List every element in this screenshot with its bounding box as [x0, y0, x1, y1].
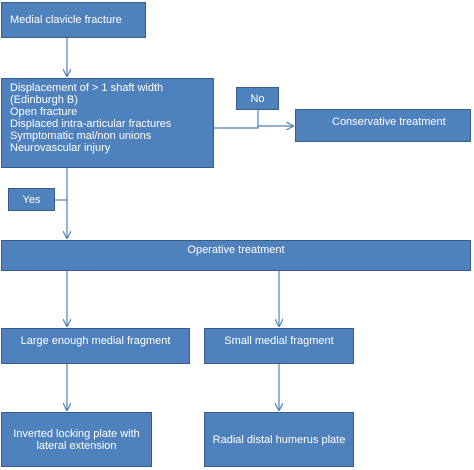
node-surgical-criteria: Displacement of > 1 shaft width (Edinbur…: [1, 78, 214, 168]
label-no: No: [236, 87, 279, 110]
node-large-label: Large enough medial fragment: [20, 335, 171, 347]
node-small-label: Small medial fragment: [224, 335, 334, 347]
node-medial-clavicle-fracture: Medial clavicle fracture: [1, 2, 146, 38]
criteria-item: Open fracture: [10, 106, 78, 118]
criteria-item: Displaced intra-articular fractures: [10, 118, 172, 130]
node-operative-treatment: Operative treatment: [1, 240, 471, 271]
criteria-list: Displacement of > 1 shaft width (Edinbur…: [10, 82, 171, 154]
node-conservative-label: Conservative treatment: [332, 116, 446, 128]
label-yes: Yes: [8, 188, 55, 211]
criteria-item: Displacement of > 1 shaft width: [10, 82, 164, 94]
node-start-label: Medial clavicle fracture: [10, 14, 122, 26]
node-plate1-line2: lateral extension: [36, 439, 117, 452]
node-large-medial-fragment: Large enough medial fragment: [1, 328, 190, 364]
node-inverted-locking-plate: Inverted locking plate with lateral exte…: [1, 412, 152, 467]
label-yes-text: Yes: [22, 193, 41, 206]
arrow-criteria-to-conservative: [214, 126, 293, 128]
node-radial-distal-humerus-plate: Radial distal humerus plate: [204, 412, 354, 467]
node-plate2-label: Radial distal humerus plate: [212, 433, 346, 446]
node-conservative-treatment: Conservative treatment: [295, 109, 471, 142]
criteria-item: (Edinburgh B): [10, 94, 78, 106]
criteria-item: Neurovascular injury: [10, 142, 111, 154]
node-operative-label: Operative treatment: [187, 244, 285, 256]
node-small-medial-fragment: Small medial fragment: [204, 328, 354, 364]
label-no-text: No: [250, 92, 265, 105]
node-plate1-line1: Inverted locking plate with: [13, 427, 140, 440]
criteria-item: Symptomatic mal/non unions: [10, 130, 152, 142]
